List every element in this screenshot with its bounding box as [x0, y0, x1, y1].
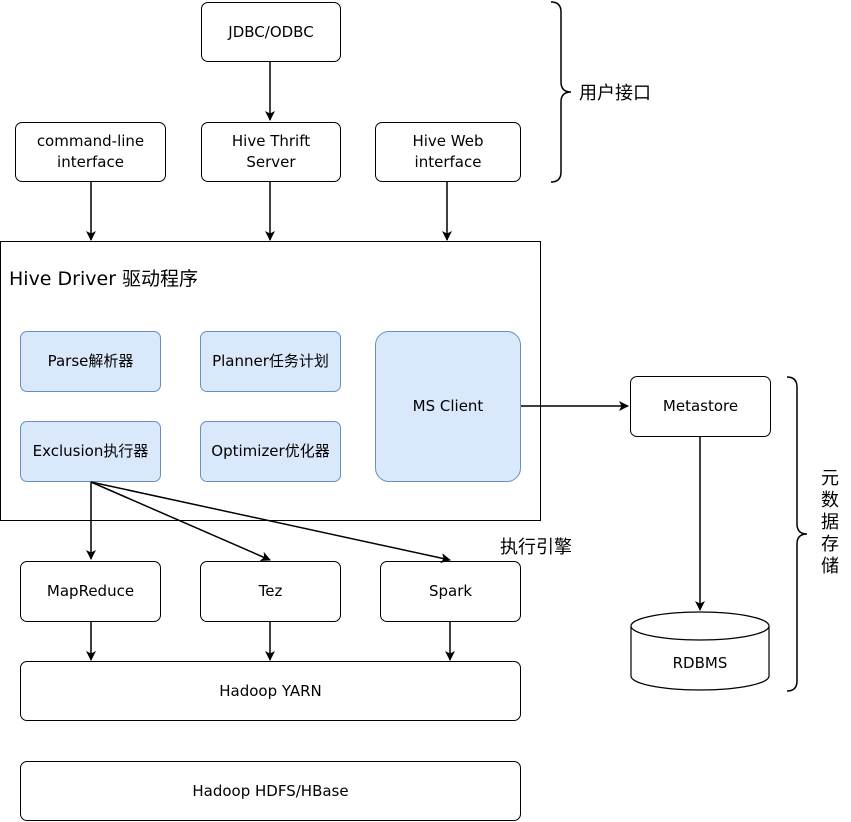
hive-driver-title: Hive Driver 驱动程序 [9, 268, 199, 290]
hadoop-hdfs-node: Hadoop HDFS/HBase [20, 761, 521, 821]
spark-node: Spark [380, 561, 521, 622]
mapreduce-node: MapReduce [20, 561, 161, 622]
optimizer-label: Optimizer优化器 [211, 442, 330, 460]
cli-node: command-line interface [15, 122, 166, 182]
thrift-server-label: Hive Thrift Server [231, 132, 311, 171]
parse-node: Parse解析器 [20, 331, 161, 392]
exec-engine-label: 执行引擎 [500, 537, 572, 558]
hadoop-yarn-node: Hadoop YARN [20, 661, 521, 721]
hadoop-yarn-label: Hadoop YARN [219, 681, 322, 700]
rdbms-label: RDBMS [672, 654, 728, 672]
arrow-exclusion-tez [90, 481, 271, 561]
metadata-storage-label: 元数据存储 [818, 468, 839, 578]
cli-label: command-line interface [36, 132, 145, 171]
metastore-node: Metastore [630, 376, 771, 437]
mapreduce-label: MapReduce [46, 582, 135, 600]
jdbc-odbc-node: JDBC/ODBC [201, 2, 341, 62]
parse-label: Parse解析器 [47, 352, 134, 370]
spark-label: Spark [428, 582, 473, 600]
planner-node: Planner任务计划 [200, 331, 341, 392]
ms-client-label: MS Client [412, 397, 484, 415]
tez-node: Tez [200, 561, 341, 622]
optimizer-node: Optimizer优化器 [200, 421, 341, 482]
exclusion-label: Exclusion执行器 [32, 442, 149, 460]
rdbms-cylinder [630, 611, 770, 691]
tez-label: Tez [258, 582, 283, 600]
ms-client-node: MS Client [375, 331, 521, 482]
metadata-storage-brace [786, 376, 808, 692]
metastore-label: Metastore [662, 397, 739, 415]
hadoop-hdfs-label: Hadoop HDFS/HBase [192, 781, 349, 800]
thrift-server-node: Hive Thrift Server [201, 122, 341, 182]
planner-label: Planner任务计划 [212, 352, 329, 370]
web-interface-node: Hive Web interface [375, 122, 521, 182]
user-interface-brace [550, 1, 572, 183]
user-interface-label: 用户接口 [579, 83, 651, 104]
exclusion-node: Exclusion执行器 [20, 421, 161, 482]
jdbc-odbc-label: JDBC/ODBC [228, 22, 314, 41]
web-interface-label: Hive Web interface [412, 132, 484, 171]
arrow-exclusion-spark [90, 481, 451, 563]
